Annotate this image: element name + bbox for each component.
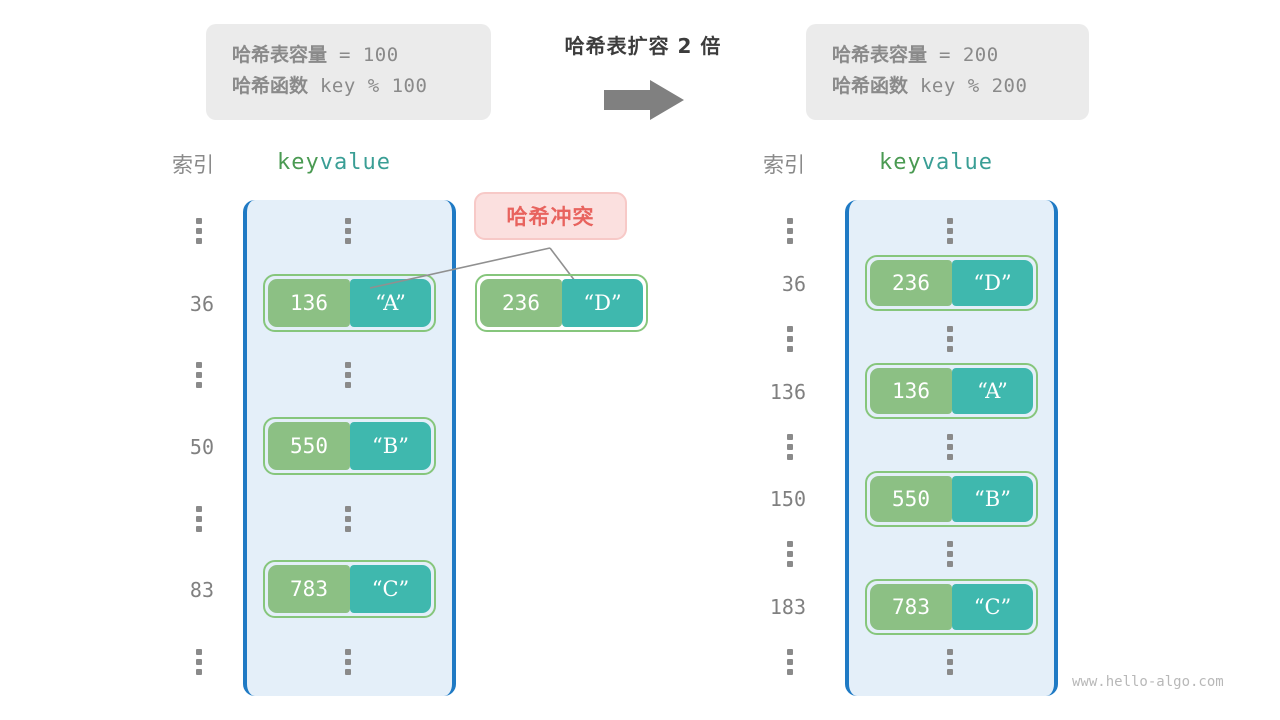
right-entry-136-key: 136 [870, 368, 952, 414]
right-function-expr: key % 200 [908, 75, 1028, 97]
right-entry-150-value: “B” [952, 476, 1033, 522]
left-row-dots-1 [345, 362, 353, 388]
right-entry-136-value: “A” [952, 368, 1033, 414]
right-row-dots-3 [947, 541, 955, 567]
right-entry-36-value: “D” [952, 260, 1033, 306]
right-index-150: 150 [769, 487, 806, 511]
left-index-36: 36 [189, 292, 214, 316]
left-capacity-expr: = 100 [327, 44, 399, 66]
left-entry-83-key: 783 [268, 565, 350, 613]
left-entry-50-value: “B” [350, 422, 431, 470]
collision-connector-lines [369, 247, 579, 289]
left-index-dots-3 [196, 649, 204, 675]
right-entry-150[interactable]: 550 “B” [865, 471, 1038, 527]
right-capacity-expr: = 200 [927, 44, 999, 66]
right-entry-183-value: “C” [952, 584, 1033, 630]
right-row-dots-0 [947, 218, 955, 244]
right-function-line: 哈希函数 key % 200 [832, 71, 1063, 102]
right-arrow-icon [604, 80, 684, 120]
left-index-83: 83 [189, 578, 214, 602]
left-entry-50[interactable]: 550 “B” [263, 417, 436, 475]
left-function-expr: key % 100 [308, 75, 428, 97]
right-entry-183[interactable]: 783 “C” [865, 579, 1038, 635]
left-entry-50-key: 550 [268, 422, 350, 470]
left-entry-36-key: 136 [268, 279, 350, 327]
collision-pending-entry[interactable]: 236 “D” [475, 274, 648, 332]
right-index-header: 索引 [763, 153, 805, 177]
left-entry-83[interactable]: 783 “C” [263, 560, 436, 618]
right-index-dots-0 [787, 218, 795, 244]
left-key-header: key [277, 150, 320, 175]
left-hash-params-box: 哈希表容量 = 100 哈希函数 key % 100 [206, 24, 491, 120]
left-function-label: 哈希函数 [232, 75, 309, 97]
right-function-label: 哈希函数 [832, 75, 909, 97]
watermark: www.hello-algo.com [1072, 674, 1224, 690]
right-index-183: 183 [769, 595, 806, 619]
right-index-dots-4 [787, 649, 795, 675]
left-entry-83-value: “C” [350, 565, 431, 613]
collision-pending-key: 236 [480, 279, 562, 327]
right-entry-36[interactable]: 236 “D” [865, 255, 1038, 311]
right-index-dots-3 [787, 541, 795, 567]
left-row-dots-0 [345, 218, 353, 244]
collision-pending-value: “D” [562, 279, 643, 327]
left-capacity-line: 哈希表容量 = 100 [232, 40, 465, 71]
left-value-header: value [319, 150, 391, 175]
right-index-136: 136 [769, 380, 806, 404]
right-row-dots-4 [947, 649, 955, 675]
left-capacity-label: 哈希表容量 [232, 44, 328, 66]
right-capacity-label: 哈希表容量 [832, 44, 928, 66]
left-function-line: 哈希函数 key % 100 [232, 71, 465, 102]
left-index-50: 50 [189, 435, 214, 459]
right-row-dots-2 [947, 434, 955, 460]
left-index-dots-1 [196, 362, 204, 388]
right-index-36: 36 [781, 272, 806, 296]
left-index-dots-2 [196, 506, 204, 532]
right-value-header: value [921, 150, 993, 175]
left-index-header: 索引 [172, 153, 214, 177]
left-row-dots-3 [345, 649, 353, 675]
right-index-dots-2 [787, 434, 795, 460]
left-entry-36[interactable]: 136 “A” [263, 274, 436, 332]
right-entry-150-key: 550 [870, 476, 952, 522]
right-entry-136[interactable]: 136 “A” [865, 363, 1038, 419]
right-index-dots-1 [787, 326, 795, 352]
right-entry-36-key: 236 [870, 260, 952, 306]
left-row-dots-2 [345, 506, 353, 532]
left-entry-36-value: “A” [350, 279, 431, 327]
transition-label: 哈希表扩容 2 倍 [564, 34, 722, 58]
hash-collision-badge: 哈希冲突 [474, 192, 627, 240]
right-row-dots-1 [947, 326, 955, 352]
right-entry-183-key: 783 [870, 584, 952, 630]
right-capacity-line: 哈希表容量 = 200 [832, 40, 1063, 71]
left-index-dots-0 [196, 218, 204, 244]
right-key-header: key [879, 150, 922, 175]
right-hash-params-box: 哈希表容量 = 200 哈希函数 key % 200 [806, 24, 1089, 120]
